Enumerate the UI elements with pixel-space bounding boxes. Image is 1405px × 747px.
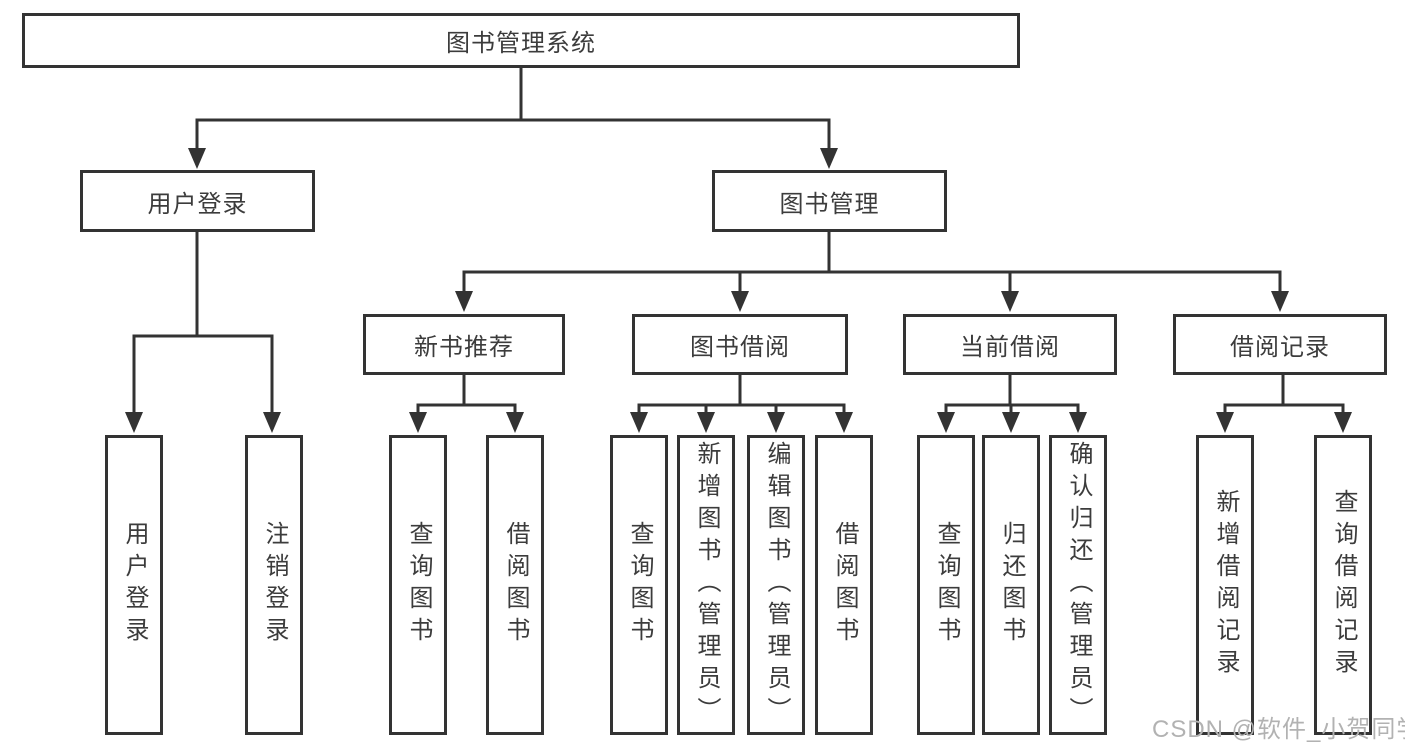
- leaf-borrow-books-label: 借阅图书: [831, 521, 858, 649]
- leaf-user-login-label: 用户登录: [121, 521, 148, 649]
- leaf-logout-login: 注销登录: [245, 435, 303, 735]
- node-current-borrow-label: 当前借阅: [960, 334, 1060, 361]
- leaf-query-books-current: 查询图书: [917, 435, 975, 735]
- leaf-confirm-return-admin-label: 确认归还（管理员）: [1065, 441, 1092, 729]
- leaf-edit-books-admin: 编辑图书（管理员）: [747, 435, 805, 735]
- node-book-management: 图书管理: [712, 170, 947, 232]
- connector-borrow-records-children: [1216, 374, 1352, 433]
- leaf-borrow-books-recommend-label: 借阅图书: [502, 521, 529, 649]
- leaf-return-books: 归还图书: [982, 435, 1040, 735]
- node-user-login-label: 用户登录: [147, 190, 248, 218]
- leaf-borrow-books: 借阅图书: [815, 435, 873, 735]
- node-new-book-recommend-label: 新书推荐: [414, 334, 514, 361]
- connector-book-management-children: [455, 231, 1289, 312]
- leaf-add-borrow-record: 新增借阅记录: [1196, 435, 1254, 735]
- leaf-query-books-recommend: 查询图书: [389, 435, 447, 735]
- leaf-add-borrow-record-label: 新增借阅记录: [1212, 489, 1239, 681]
- node-root-label: 图书管理系统: [446, 30, 596, 57]
- node-new-book-recommend: 新书推荐: [363, 314, 565, 375]
- leaf-query-books-current-label: 查询图书: [933, 521, 960, 649]
- leaf-borrow-books-recommend: 借阅图书: [486, 435, 544, 735]
- connector-book-borrow-children: [630, 374, 853, 433]
- node-book-borrow-label: 图书借阅: [690, 334, 790, 361]
- leaf-confirm-return-admin: 确认归还（管理员）: [1049, 435, 1107, 735]
- leaf-return-books-label: 归还图书: [998, 521, 1025, 649]
- node-borrow-records: 借阅记录: [1173, 314, 1387, 375]
- watermark: CSDN @软件_小贺同学: [1152, 716, 1405, 743]
- leaf-query-books-borrow: 查询图书: [610, 435, 668, 735]
- connector-user-login-children: [125, 231, 281, 433]
- leaf-add-books-admin-label: 新增图书（管理员）: [693, 441, 720, 729]
- leaf-query-books-recommend-label: 查询图书: [405, 521, 432, 649]
- leaf-edit-books-admin-label: 编辑图书（管理员）: [763, 441, 790, 729]
- leaf-add-books-admin: 新增图书（管理员）: [677, 435, 735, 735]
- node-root: 图书管理系统: [22, 13, 1020, 68]
- node-borrow-records-label: 借阅记录: [1230, 334, 1330, 361]
- node-user-login: 用户登录: [80, 170, 315, 232]
- connector-root-to-level2: [188, 67, 838, 169]
- node-current-borrow: 当前借阅: [903, 314, 1117, 375]
- connector-new-book-children: [409, 374, 524, 433]
- node-book-management-label: 图书管理: [779, 190, 880, 218]
- leaf-query-borrow-record: 查询借阅记录: [1314, 435, 1372, 735]
- node-book-borrow: 图书借阅: [632, 314, 848, 375]
- connector-current-borrow-children: [937, 374, 1087, 433]
- leaf-query-borrow-record-label: 查询借阅记录: [1330, 489, 1357, 681]
- leaf-user-login: 用户登录: [105, 435, 163, 735]
- leaf-logout-login-label: 注销登录: [261, 521, 288, 649]
- leaf-query-books-borrow-label: 查询图书: [626, 521, 653, 649]
